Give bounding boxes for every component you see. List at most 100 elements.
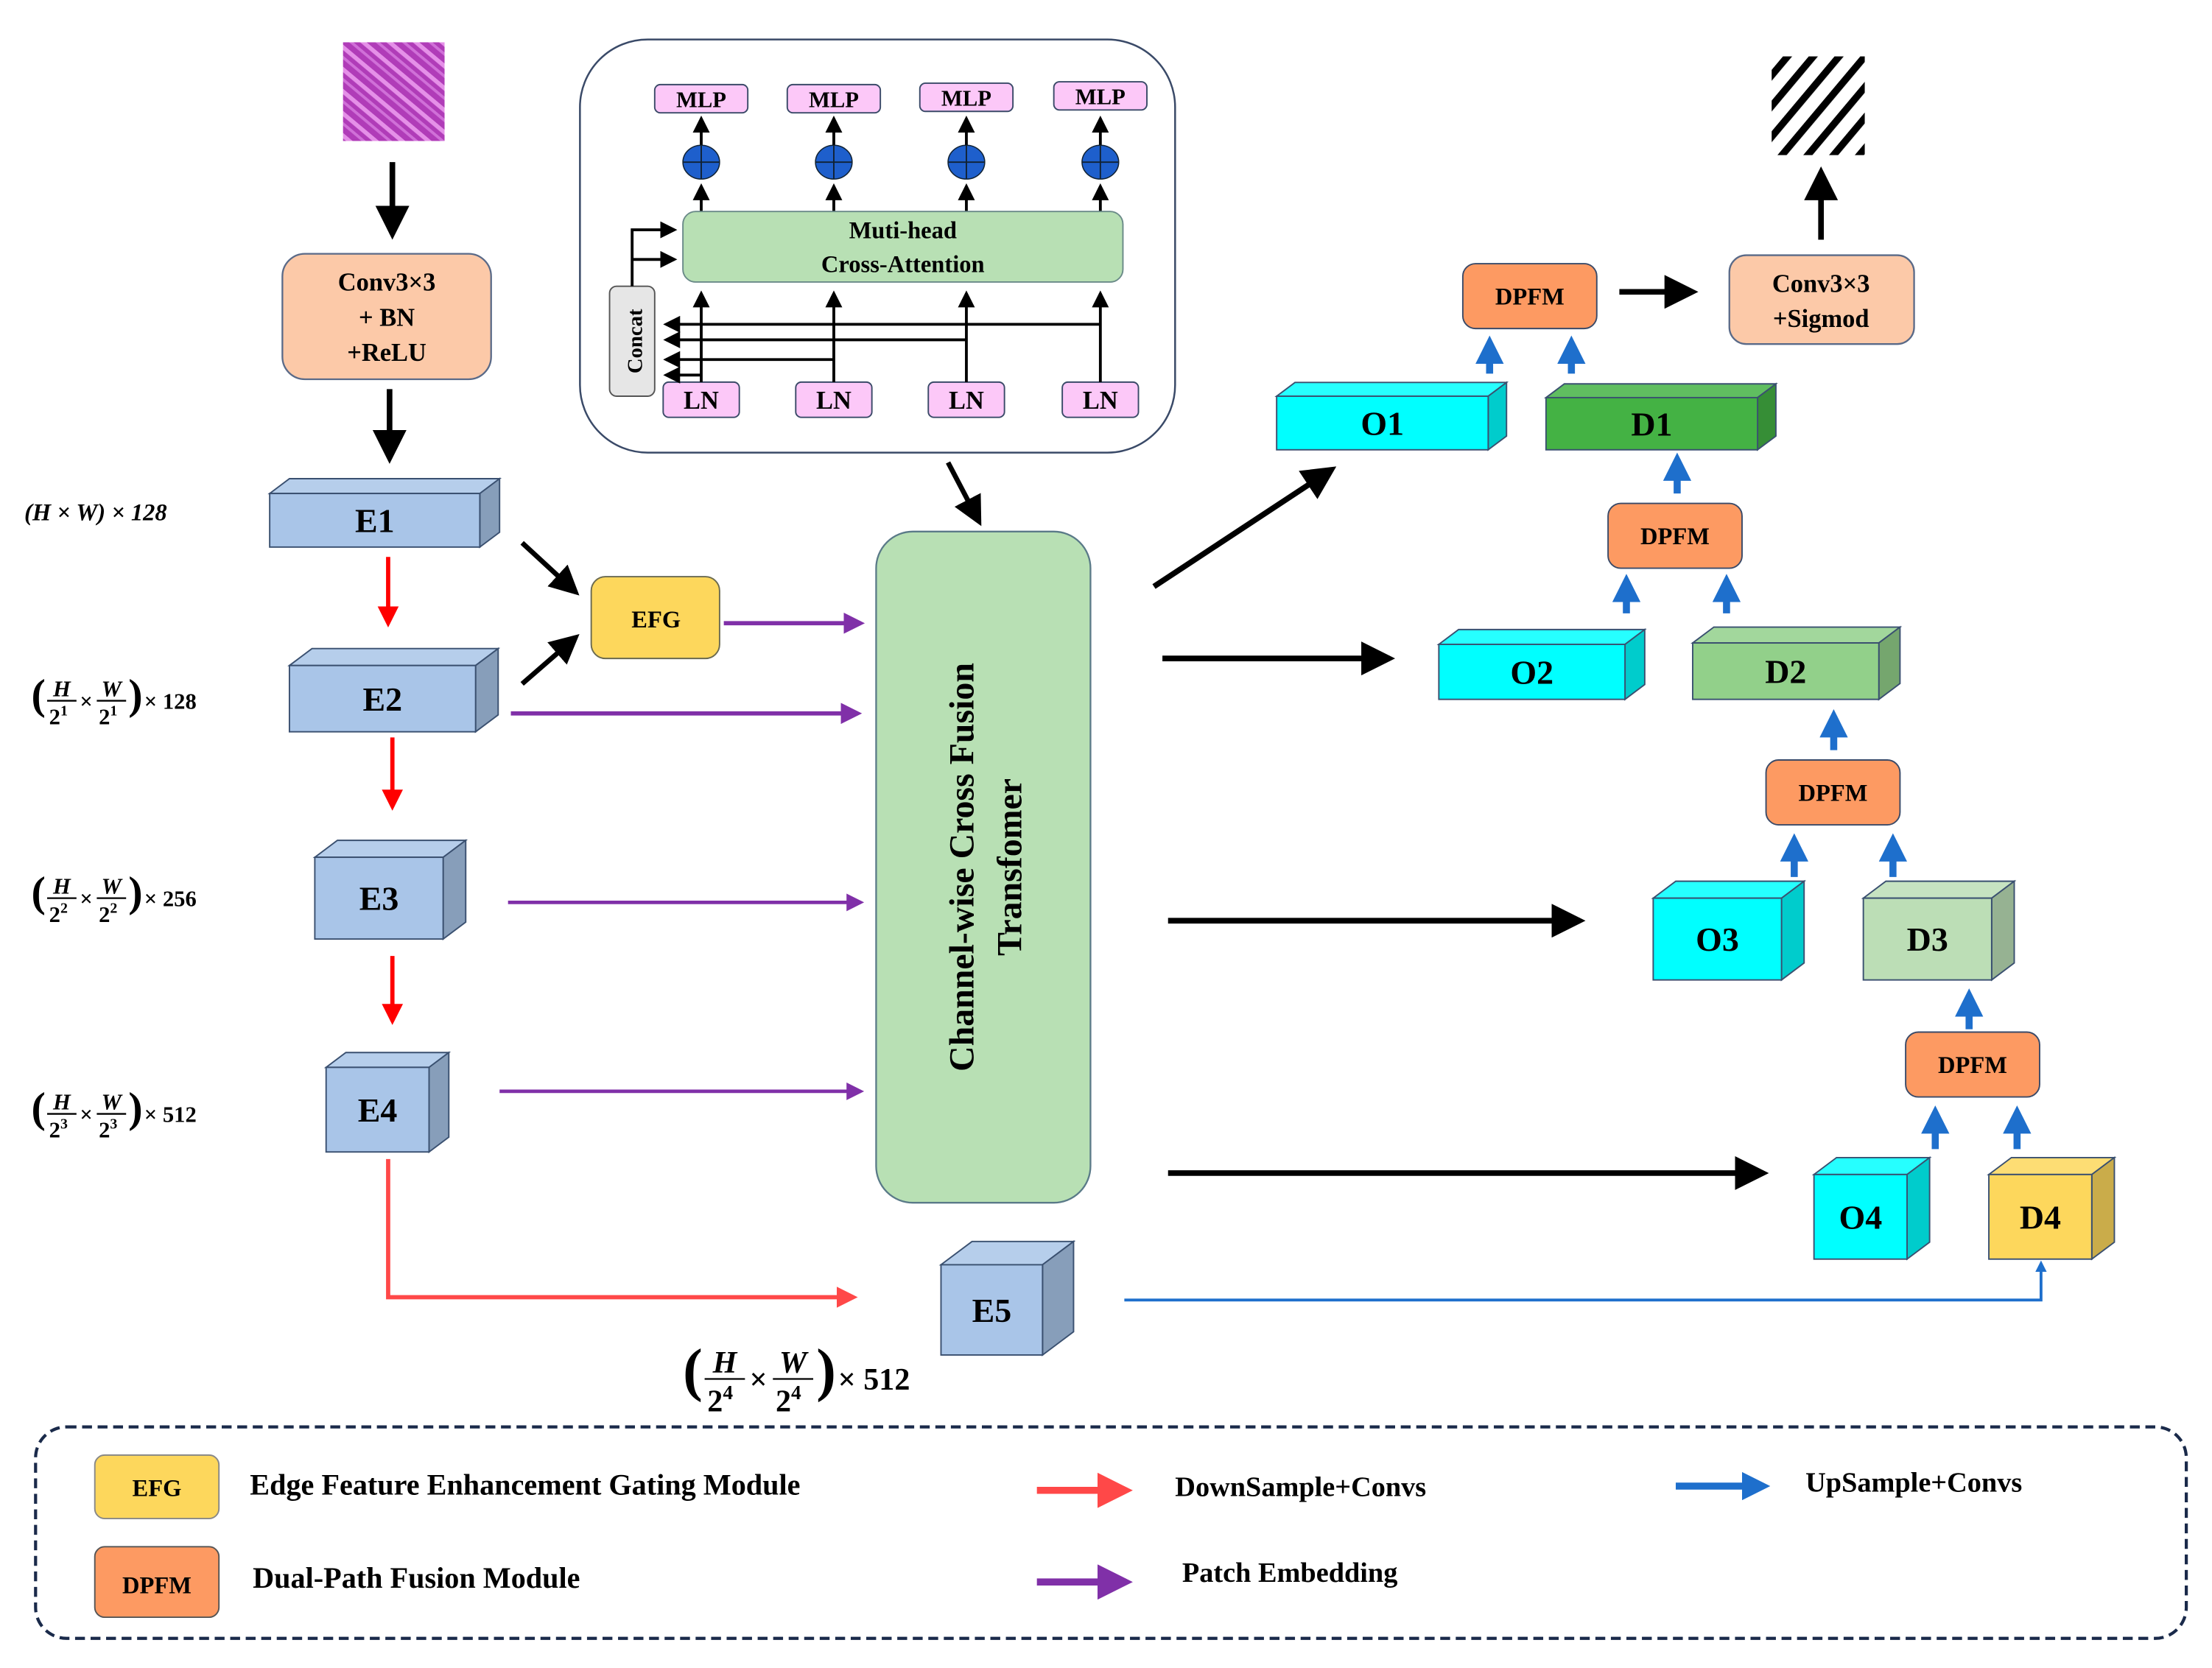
channel-count: × 256 xyxy=(144,886,197,911)
frac-den: 21 xyxy=(99,703,117,729)
legend-patch-text: Patch Embedding xyxy=(1182,1558,1397,1588)
stem-line-2: + BN xyxy=(359,303,415,331)
attention-head-1: MLP LN xyxy=(653,83,749,418)
stem-line-3: +ReLU xyxy=(347,339,426,367)
frac-num: W xyxy=(102,873,124,898)
efg-block: EFG xyxy=(590,576,720,660)
concat-arrow-1 xyxy=(631,221,678,286)
legend-patch: Patch Embedding xyxy=(1036,1558,1397,1600)
encoder-e1-label: E1 xyxy=(355,502,395,540)
output-o1-label: O1 xyxy=(1360,404,1404,442)
legend-dpfm: DPFM Dual-Path Fusion Module xyxy=(94,1546,580,1619)
frac-den: 22 xyxy=(99,901,117,927)
svg-text:(: ( xyxy=(32,670,46,718)
mlp-label: MLP xyxy=(1075,85,1126,110)
frac-den: 23 xyxy=(99,1116,117,1142)
legend-dpfm-badge: DPFM xyxy=(122,1573,192,1600)
mlp-label: MLP xyxy=(941,86,991,111)
encoder-e4: E4 xyxy=(323,1051,452,1154)
dpfm-block-3: DPFM xyxy=(1765,759,1901,826)
ln-label: LN xyxy=(816,387,852,415)
stem-line-1: Conv3×3 xyxy=(338,268,436,296)
legend-upsample: UpSample+Convs xyxy=(1676,1468,2022,1501)
transformer-title-1: Channel-wise Cross Fusion xyxy=(943,663,982,1071)
attention-line-1: Muti-head xyxy=(849,218,957,244)
attention-block xyxy=(682,211,1124,283)
mlp-block xyxy=(1053,81,1148,111)
channel-count: × 128 xyxy=(144,689,197,714)
arrow-e2-efg xyxy=(520,634,580,686)
dpfm-block-2: DPFM xyxy=(1607,502,1743,569)
svg-text:): ) xyxy=(128,1083,142,1131)
decoder-d2: D2 xyxy=(1690,625,1903,701)
times-sign: × xyxy=(750,1362,768,1397)
svg-text:(: ( xyxy=(32,868,46,915)
arrow-e1-efg xyxy=(520,541,580,596)
input-image xyxy=(343,42,445,141)
head-line-2: +Sigmod xyxy=(1773,305,1869,333)
frac-num: H xyxy=(712,1345,738,1380)
svg-text:): ) xyxy=(128,670,142,718)
decoder-d4-label: D4 xyxy=(2020,1198,2061,1236)
frac-num: H xyxy=(52,676,71,701)
legend-efg-badge: EFG xyxy=(133,1475,182,1502)
head-line-1: Conv3×3 xyxy=(1772,270,1870,298)
encoder-e2: E2 xyxy=(287,647,501,733)
decoder-d1-label: D1 xyxy=(1631,405,1672,443)
legend-downsample: DownSample+Convs xyxy=(1036,1471,1426,1508)
decoder-d3-label: D3 xyxy=(1907,921,1948,958)
svg-text:): ) xyxy=(128,868,142,915)
decoder-d1: D1 xyxy=(1543,382,1778,451)
output-mask-image xyxy=(1772,56,1865,155)
frac-den: 22 xyxy=(49,901,68,927)
frac-den: 24 xyxy=(707,1382,733,1419)
transformer-title-2: Transfomer xyxy=(991,778,1030,956)
ln-label: LN xyxy=(684,387,719,415)
attention-head-4: MLP LN xyxy=(663,81,1148,418)
mlp-label: MLP xyxy=(809,88,859,113)
mlp-label: MLP xyxy=(676,88,726,113)
attention-head-2: MLP LN xyxy=(663,83,882,418)
decoder-d2-label: D2 xyxy=(1765,652,1806,690)
dpfm-block-4: DPFM xyxy=(1905,1031,2040,1098)
output-o4-label: O4 xyxy=(1839,1198,1882,1236)
ln-label: LN xyxy=(949,387,984,415)
channel-count: × 512 xyxy=(144,1102,197,1127)
upsample-e5-d4 xyxy=(1124,1260,2047,1302)
dim-e1-text: (H × W) × 128 xyxy=(24,499,167,526)
output-o1: O1 xyxy=(1274,381,1509,451)
mlp-block xyxy=(653,83,749,114)
decoder-d3: D3 xyxy=(1861,879,2017,982)
output-o3-label: O3 xyxy=(1696,921,1739,958)
output-o3: O3 xyxy=(1651,879,1807,982)
frac-den: 24 xyxy=(776,1382,801,1419)
times-sign: × xyxy=(80,689,92,714)
encoder-e3-label: E3 xyxy=(359,880,399,918)
output-o2: O2 xyxy=(1436,627,1647,701)
dpfm-block-1-label: DPFM xyxy=(1495,284,1565,310)
dpfm-block-2-label: DPFM xyxy=(1640,524,1710,550)
frac-num: W xyxy=(102,676,124,701)
legend-efg: EFG Edge Feature Enhancement Gating Modu… xyxy=(94,1454,801,1520)
arrow-trans-o1 xyxy=(1152,466,1337,589)
svg-text:(: ( xyxy=(32,1083,46,1131)
concat-label: Concat xyxy=(624,309,647,373)
arrow-detail-to-transformer xyxy=(946,461,982,527)
encoder-e2-label: E2 xyxy=(362,680,402,718)
legend: EFG Edge Feature Enhancement Gating Modu… xyxy=(34,1425,2188,1640)
attention-head-3: MLP LN xyxy=(663,82,1014,418)
times-sign: × xyxy=(80,1102,92,1127)
frac-num: W xyxy=(779,1345,809,1380)
encoder-e5-label: E5 xyxy=(972,1292,1012,1329)
frac-num: H xyxy=(52,1089,71,1114)
output-o4: O4 xyxy=(1811,1155,1932,1261)
cross-fusion-transformer: Channel-wise Cross Fusion Transfomer xyxy=(875,530,1092,1204)
frac-den: 23 xyxy=(49,1116,68,1142)
channel-count: × 512 xyxy=(838,1362,910,1397)
